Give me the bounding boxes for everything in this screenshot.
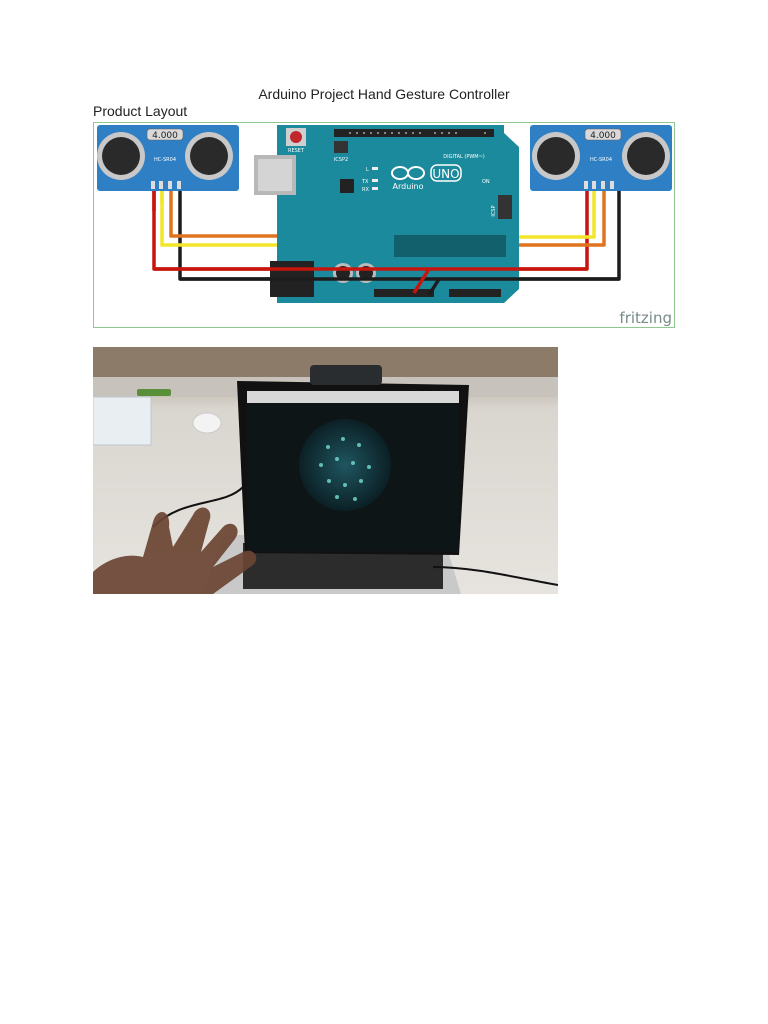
wires-over-board — [154, 267, 619, 296]
photo-hand-gesture-demo — [93, 347, 558, 594]
left-sensor-label: 4.000 — [152, 131, 178, 141]
led-l-label: L — [366, 167, 369, 173]
hand — [93, 507, 257, 594]
section-label: Product Layout — [93, 103, 188, 119]
left-sensor-model: HC-SR04 — [154, 157, 176, 163]
fritzing-watermark: fritzing — [619, 309, 672, 327]
webcam — [310, 365, 382, 385]
led-rx-label: RX — [362, 187, 369, 193]
fritzing-wiring-diagram: 4.000 HC-SR04 4.000 HC-SR04 — [93, 122, 675, 328]
board-model: UNO — [432, 167, 459, 181]
led-tx-label: TX — [361, 179, 369, 185]
left-ultrasonic-sensor: 4.000 HC-SR04 — [97, 125, 239, 191]
icsp-label: ICSP — [491, 205, 497, 216]
board-logo-text: Arduino — [393, 182, 424, 191]
right-ultrasonic-sensor: 4.000 HC-SR04 — [530, 125, 672, 191]
right-sensor-model: HC-SR04 — [590, 157, 612, 163]
document-title: Arduino Project Hand Gesture Controller — [258, 86, 510, 102]
digital-header-label: DIGITAL (PWM~) — [443, 154, 485, 160]
mouse — [192, 412, 222, 434]
arduino-logo: Arduino — [391, 166, 425, 191]
reset-label: RESET — [288, 148, 305, 154]
arduino-uno-board: RESET DIGITAL (PWM~) ICSP2 — [254, 125, 519, 303]
icsp2-label: ICSP2 — [334, 157, 348, 163]
right-sensor-label: 4.000 — [590, 131, 616, 141]
keyboard — [93, 396, 152, 446]
gesture-visualization — [299, 419, 391, 511]
on-label: ON — [482, 179, 490, 185]
